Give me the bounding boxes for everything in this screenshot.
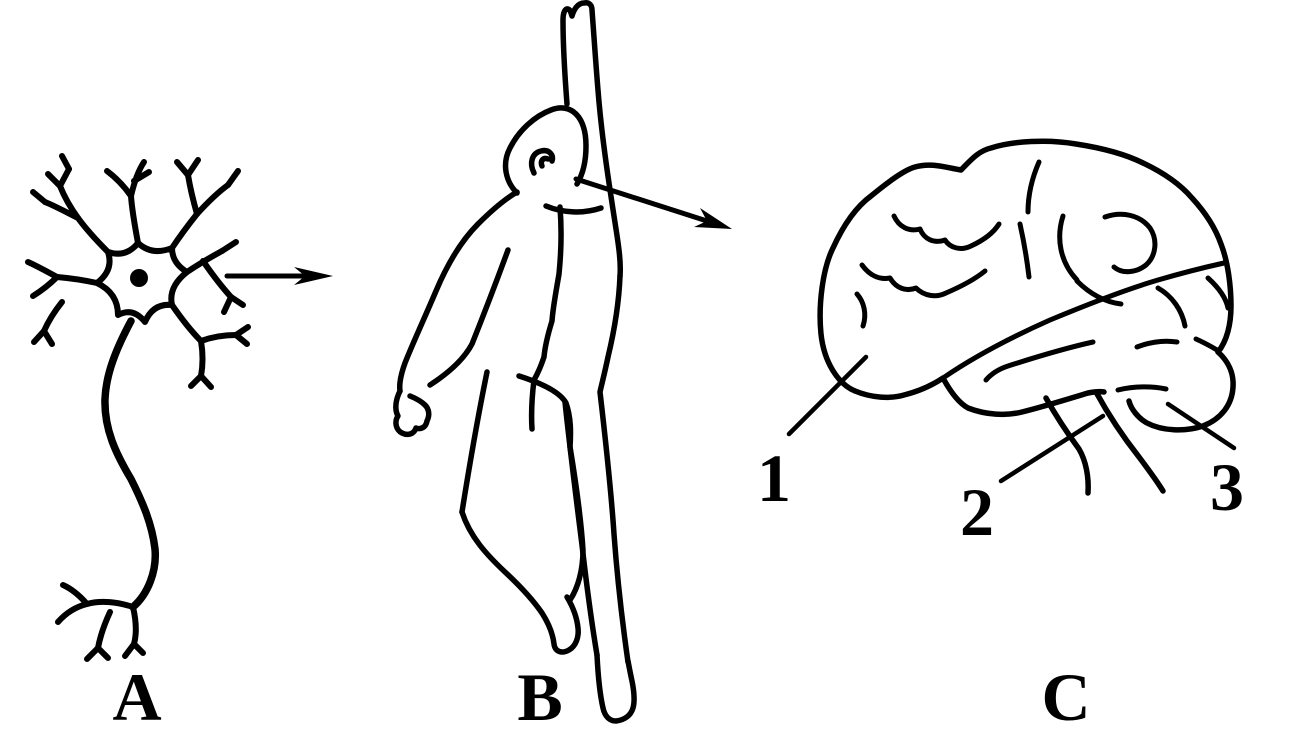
part-number-1: 1 [757,440,791,516]
neuron-drawing [25,153,251,662]
panel-label-a: A [112,659,162,735]
frontal-gyri-row [859,262,988,299]
panel-label-c: C [1041,659,1091,735]
figure-bent-leg-and-foot [459,509,581,655]
arrow-shaft [573,176,710,224]
leader-line-2 [998,413,1106,484]
dendrite [57,166,72,189]
figure-shoulder-line [543,203,604,215]
dendrite [169,211,200,251]
dendrite [219,239,239,254]
occipital-curve [1155,285,1188,329]
figure-raised-arm [560,0,623,279]
figure-buttock-thigh-back [516,373,586,603]
leader-line-3 [1165,401,1237,451]
arrow-head-icon [294,267,333,285]
axon [101,317,160,611]
figure-right-foot [594,652,637,724]
brainstem-left-edge [1043,395,1091,496]
occipital-arc [1205,275,1231,311]
dendrite [169,302,204,344]
part-number-3: 3 [1210,449,1244,525]
axon-terminal [55,598,136,625]
arrow-head-icon [694,208,732,229]
dendrite [185,157,201,178]
figure-ear [528,147,556,176]
dendrite [194,182,231,217]
dendrite [104,168,134,199]
central-sulcus-lower [1017,221,1032,280]
cerebellum-fold [1115,384,1169,393]
occipital-lower-curve [1134,338,1180,350]
cerebellum-outline [1126,349,1236,433]
axon-terminal [131,641,146,656]
figure-head [502,105,589,196]
brain-drawing [817,138,1236,496]
dendrite [225,168,241,188]
dendrite [233,332,250,347]
temporal-gyrus-line [983,339,1096,383]
panel-label-b: B [517,659,563,735]
dendrite [131,169,152,184]
dendrite [128,193,141,246]
central-sulcus-upper [1025,159,1042,215]
dendrite [198,373,214,390]
human-figure-drawing [393,0,637,724]
dendrite [59,153,72,172]
lateral-fissure [940,260,1227,381]
dendrite [185,172,200,217]
dendrite [41,299,65,334]
dendrite [221,294,234,315]
dendrite [30,274,60,299]
leader-line-1 [786,354,869,437]
frontal-gyri-row [891,213,1002,251]
dendrite [25,259,60,280]
cerebrum-outline [817,138,1234,394]
frontal-arc [854,291,868,329]
axon-terminal [130,604,139,647]
axon-terminal [60,582,90,607]
dendrite [198,332,239,344]
leader-lines [786,354,1237,484]
neuron-soma-outline [94,240,190,325]
axon-terminal [95,609,113,651]
figure-inner-arm [427,247,511,388]
dendrite [75,215,111,255]
figure-left-hand [393,388,432,438]
arrow-b-to-c [573,176,732,229]
dendrite [30,189,48,205]
figure-torso-back-and-leg [597,273,631,665]
dendrite [41,328,55,347]
occipital-notch [1193,336,1220,353]
arrow-a-to-b [224,267,333,285]
brainstem-right-edge [1093,389,1166,494]
part-number-2: 2 [960,474,994,550]
dendrite [54,274,100,286]
parietal-hook-curve [1102,211,1158,275]
dendrite [200,258,234,300]
cerebrum-bottom-edge [852,375,1107,418]
neuron-nucleus [130,269,148,287]
axon-terminal [95,645,111,661]
temporal-sulcus [1074,278,1124,307]
figure-left-arm [397,189,520,394]
postcentral-curve [1057,213,1080,283]
figure-bent-thigh-front [459,369,490,515]
dendrite [198,338,206,379]
